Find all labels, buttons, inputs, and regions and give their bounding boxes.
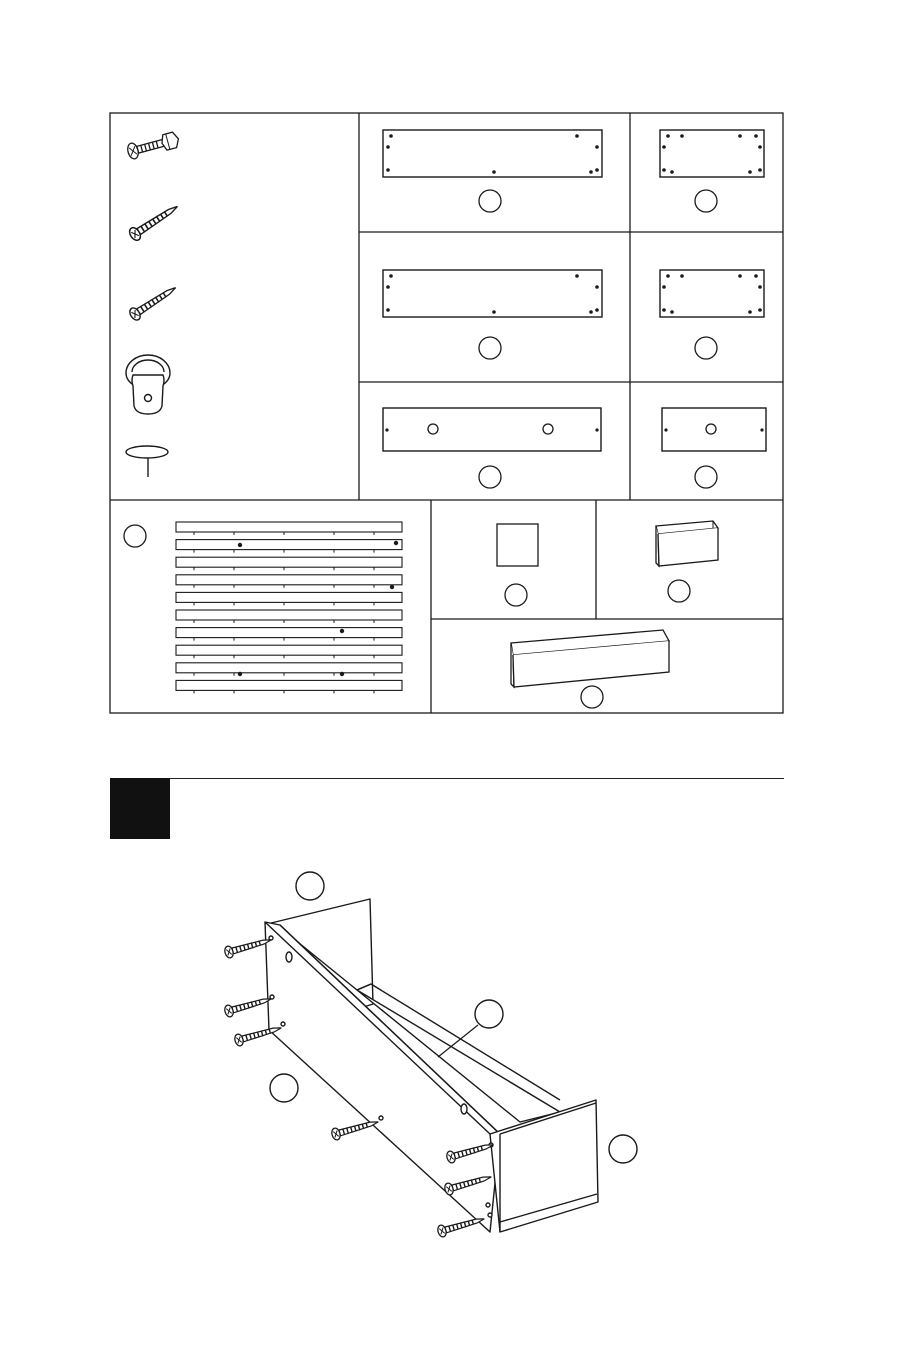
wood-screw-icon: [128, 282, 179, 322]
slat: [176, 592, 402, 602]
part-label-circle: [479, 466, 501, 488]
edge-hole: [595, 285, 599, 289]
edge-hole: [662, 145, 666, 149]
slat-hole: [238, 543, 242, 547]
panel-outline: [383, 270, 602, 317]
edge-hole: [589, 310, 593, 314]
edge-hole: [595, 308, 599, 312]
edge-hole: [758, 285, 762, 289]
edge-hole: [662, 308, 666, 312]
small-open-box: [656, 521, 718, 566]
step-callout-circle: [270, 1074, 298, 1102]
slat-hole: [340, 672, 344, 676]
edge-hole: [680, 274, 684, 278]
slat-hole: [340, 629, 344, 633]
edge-hole: [492, 170, 496, 174]
slatted-board: [176, 522, 402, 693]
part-label-circle: [695, 337, 717, 359]
slat-hole: [394, 541, 398, 545]
edge-hole: [662, 285, 666, 289]
part-label-circle: [695, 190, 717, 212]
edge-hole: [389, 134, 393, 138]
part-label-circle: [505, 584, 527, 606]
edge-hole: [389, 274, 393, 278]
long-wood-screw-icon: [127, 201, 181, 243]
edge-hole: [666, 134, 670, 138]
square-box: [497, 524, 538, 566]
edge-hole: [748, 170, 752, 174]
panel-2: [660, 130, 764, 177]
panel-outline: [383, 408, 601, 451]
step-callout-circle: [475, 1000, 503, 1028]
edge-hole: [664, 428, 667, 431]
slat: [176, 610, 402, 620]
pre-drilled-hole: [461, 1104, 467, 1114]
panel-outline: [660, 270, 764, 317]
slat: [176, 663, 402, 673]
felt-pad-pin-icon: [126, 446, 168, 477]
edge-hole: [595, 145, 599, 149]
large-hole: [543, 424, 553, 434]
slat: [176, 575, 402, 585]
large-hole: [706, 424, 716, 434]
bolt-with-nut-icon: [126, 131, 180, 160]
panel-3: [383, 270, 602, 317]
slat: [176, 645, 402, 655]
edge-hole: [738, 134, 742, 138]
edge-hole: [666, 274, 670, 278]
panel-6: [662, 408, 766, 451]
large-hole: [428, 424, 438, 434]
screw-icon: [224, 993, 273, 1018]
edge-hole: [662, 168, 666, 172]
edge-hole: [748, 310, 752, 314]
panel-5: [383, 408, 601, 451]
edge-hole: [595, 428, 598, 431]
panel-1: [383, 130, 602, 177]
edge-hole: [386, 285, 390, 289]
edge-hole: [670, 310, 674, 314]
edge-hole: [760, 428, 763, 431]
slat-hole: [238, 672, 242, 676]
part-label-circle: [479, 337, 501, 359]
part-label-circle: [695, 466, 717, 488]
part-label-circle: [668, 580, 690, 602]
edge-hole: [758, 145, 762, 149]
edge-hole: [754, 134, 758, 138]
panel-4: [660, 270, 764, 317]
panel-drawings: [383, 130, 766, 451]
slat: [176, 557, 402, 567]
slat: [176, 628, 402, 638]
edge-hole: [575, 134, 579, 138]
pre-drilled-hole: [286, 952, 292, 962]
long-open-tray: [511, 630, 669, 687]
panel-outline: [383, 130, 602, 177]
edge-hole: [595, 168, 599, 172]
edge-hole: [492, 310, 496, 314]
part-label-circle: [124, 525, 146, 547]
edge-hole: [589, 170, 593, 174]
slat: [176, 540, 402, 550]
edge-hole: [386, 308, 390, 312]
slat-hole: [390, 585, 394, 589]
slat: [176, 522, 402, 532]
edge-hole: [670, 170, 674, 174]
edge-hole: [386, 145, 390, 149]
edge-hole: [758, 308, 762, 312]
d-ring-hanger-icon: [126, 355, 170, 414]
slat: [176, 680, 402, 690]
shelf-assembly: [265, 899, 598, 1232]
edge-hole: [738, 274, 742, 278]
edge-hole: [385, 428, 388, 431]
edge-hole: [575, 274, 579, 278]
part-label-circle: [479, 190, 501, 212]
panel-outline: [660, 130, 764, 177]
part-label-circle: [581, 686, 603, 708]
edge-hole: [758, 168, 762, 172]
step-callout-circle: [296, 872, 324, 900]
step-callout-circle: [609, 1135, 637, 1163]
edge-hole: [680, 134, 684, 138]
edge-hole: [754, 274, 758, 278]
edge-hole: [386, 168, 390, 172]
